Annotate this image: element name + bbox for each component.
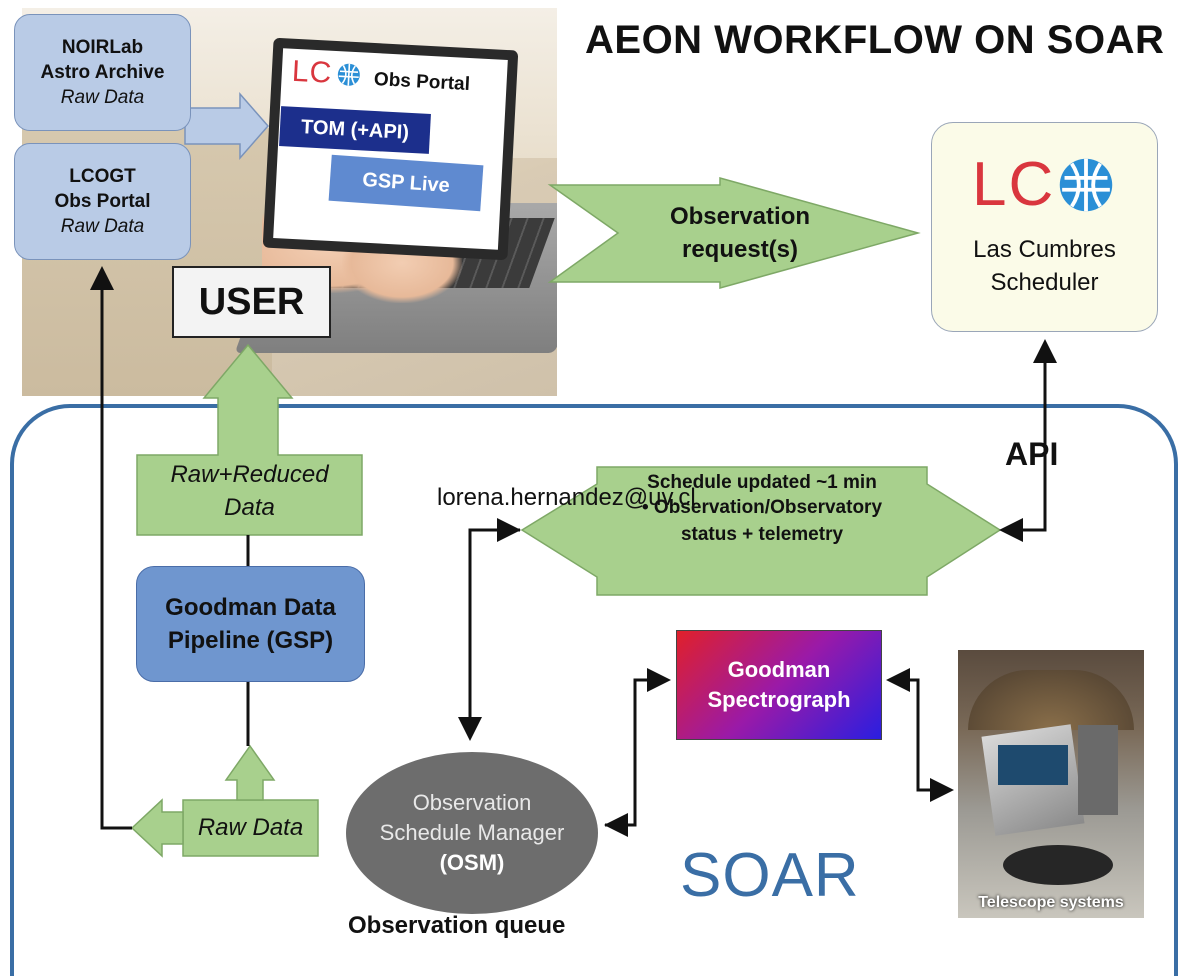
goodman-line1: Goodman bbox=[727, 657, 831, 682]
scheduler-logo-text: LC bbox=[972, 150, 1056, 219]
lcogt-line3: Raw Data bbox=[60, 216, 145, 237]
telescope-dome bbox=[968, 670, 1134, 730]
observation-request-text: Observation request(s) bbox=[640, 200, 840, 266]
email-text: lorena.hernandez@uv.cl bbox=[437, 484, 696, 511]
archive-line3: Raw Data bbox=[60, 87, 145, 108]
status-line1: Schedule updated ~1 min bbox=[647, 472, 877, 493]
raw-data-text: Raw Data bbox=[197, 814, 304, 841]
obs-request-line2: request(s) bbox=[681, 236, 799, 263]
globe-icon bbox=[1060, 158, 1113, 211]
osm-line1: Observation bbox=[412, 790, 532, 815]
goodman-spectrograph: Goodman Spectrograph bbox=[676, 630, 882, 740]
status-line3: status + telemetry bbox=[680, 524, 844, 545]
laptop-screen: LC Obs Portal bbox=[262, 37, 519, 261]
archive-line1: NOIRLab bbox=[61, 37, 144, 58]
status-to-osm-line bbox=[458, 528, 520, 741]
telescope-photo: Telescope systems bbox=[958, 650, 1144, 918]
soar-label: SOAR bbox=[680, 841, 860, 910]
archive-to-laptop-arrow bbox=[184, 92, 269, 160]
scheduler-line1: Las Cumbres bbox=[973, 236, 1116, 263]
observation-request-arrow bbox=[547, 177, 921, 289]
raw-reduced-text: Raw+Reduced Data bbox=[137, 458, 362, 524]
osm-ellipse: Observation Schedule Manager (OSM) bbox=[346, 752, 598, 914]
telescope-mount bbox=[1078, 725, 1118, 815]
scheduler-text: Las Cumbres Scheduler bbox=[932, 233, 1157, 299]
telescope-tube bbox=[998, 745, 1068, 785]
osm-line3: (OSM) bbox=[439, 850, 505, 875]
osm-line2: Schedule Manager bbox=[379, 820, 565, 845]
goodman-line2: Spectrograph bbox=[707, 687, 851, 712]
lcogt-line2: Obs Portal bbox=[54, 191, 151, 212]
las-cumbres-scheduler: LC Las Cumbres Scheduler bbox=[931, 122, 1158, 332]
obs-request-line1: Observation bbox=[669, 203, 811, 230]
observation-queue-label: Observation queue bbox=[348, 912, 566, 939]
gsp-box: Goodman Data Pipeline (GSP) bbox=[136, 566, 365, 682]
noirlab-archive-box: NOIRLab Astro Archive Raw Data bbox=[14, 14, 191, 131]
page-title: AEON WORKFLOW ON SOAR bbox=[585, 18, 1165, 62]
status-line2-row: • Observation/Observatory bbox=[597, 494, 927, 521]
raw-reduced-line1: Raw+Reduced bbox=[170, 461, 329, 488]
gsp-line2: Pipeline (GSP) bbox=[167, 627, 334, 654]
raw-data-up-arrow bbox=[224, 744, 276, 801]
osm-to-goodman-line bbox=[605, 668, 671, 827]
raw-reduced-line2: Data bbox=[224, 494, 275, 521]
status-box: Schedule updated ~1 min • Observation/Ob… bbox=[597, 467, 927, 595]
telescope-base bbox=[1003, 845, 1113, 885]
gsp-line1: Goodman Data bbox=[165, 594, 336, 621]
user-label: USER bbox=[172, 266, 331, 338]
raw-reduced-arrow bbox=[136, 343, 363, 536]
status-bullet: • bbox=[641, 497, 649, 518]
goodman-to-telescope-line bbox=[890, 678, 954, 802]
soar-frame bbox=[10, 404, 1178, 976]
scheduler-line2: Scheduler bbox=[990, 269, 1099, 296]
globe-icon bbox=[338, 63, 361, 86]
lcogt-line1: LCOGT bbox=[69, 166, 136, 187]
scheduler-logo: LC bbox=[972, 149, 1117, 220]
telescope-label: Telescope systems bbox=[978, 894, 1124, 911]
api-to-status-line bbox=[999, 410, 1047, 542]
status-line2: Observation/Observatory bbox=[653, 497, 883, 518]
screen-header: LC Obs Portal bbox=[291, 55, 471, 98]
api-label: API bbox=[1005, 436, 1059, 472]
raw-to-lcogt-line bbox=[90, 266, 132, 830]
raw-data-left-arrow bbox=[130, 798, 184, 858]
archive-line2: Astro Archive bbox=[40, 62, 165, 83]
lcogt-portal-box: LCOGT Obs Portal Raw Data bbox=[14, 143, 191, 260]
